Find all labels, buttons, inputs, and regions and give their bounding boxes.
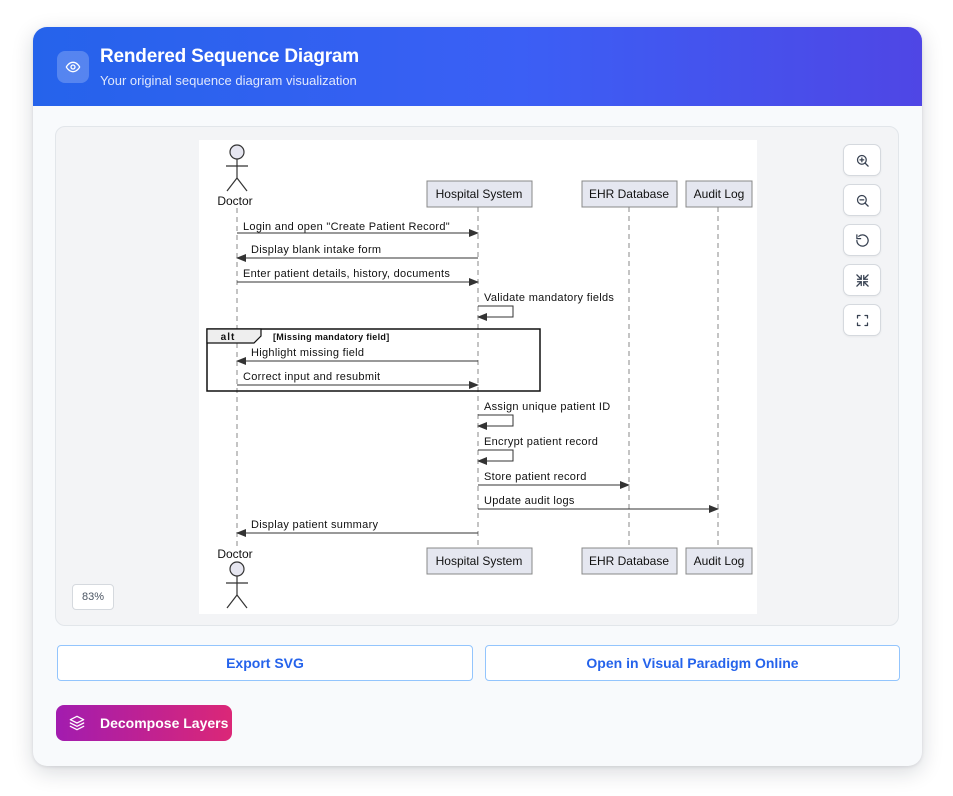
message-label-6: Correct input and resubmit	[243, 371, 380, 383]
participant-label-hospital-system-bottom: Hospital System	[436, 554, 523, 568]
decompose-layers-button[interactable]: Decompose Layers	[56, 705, 232, 741]
message-2[interactable]: Display blank intake form	[236, 244, 478, 262]
participant-hospital-system-bottom[interactable]: Hospital System	[426, 547, 533, 575]
message-label-1: Login and open "Create Patient Record"	[243, 221, 450, 233]
eye-icon	[57, 51, 89, 83]
self-message-arrow	[477, 305, 514, 321]
zoom-out-icon	[856, 194, 869, 207]
message-6[interactable]: Correct input and resubmit	[237, 371, 479, 389]
message-11[interactable]: Display patient summary	[236, 519, 478, 537]
participant-label-doctor-bottom: Doctor	[217, 547, 252, 561]
fullscreen-icon	[856, 314, 868, 326]
message-label-5: Highlight missing field	[251, 347, 364, 359]
lifelines	[236, 207, 719, 548]
message-7-self[interactable]: Assign unique patient ID	[477, 401, 610, 430]
page-title: Rendered Sequence Diagram	[100, 46, 359, 67]
message-label-4: Validate mandatory fields	[484, 292, 614, 304]
sequence-diagram: Doctor Hospital System EHR Database Audi…	[206, 144, 753, 609]
participant-ehr-database-bottom[interactable]: EHR Database	[581, 547, 678, 575]
decompose-layers-label: Decompose Layers	[100, 715, 229, 731]
rotate-ccw-icon	[855, 233, 869, 247]
diagram-card: Rendered Sequence Diagram Your original …	[33, 27, 922, 766]
zoom-in-icon	[856, 154, 869, 167]
participant-audit-log-top[interactable]: Audit Log	[685, 180, 753, 208]
fragment-guard: [Missing mandatory field]	[273, 332, 390, 342]
message-label-8: Encrypt patient record	[484, 436, 598, 448]
message-label-3: Enter patient details, history, document…	[243, 268, 450, 280]
message-8-self[interactable]: Encrypt patient record	[477, 436, 598, 465]
message-1[interactable]: Login and open "Create Patient Record"	[237, 221, 479, 237]
self-message-arrow	[477, 414, 514, 430]
open-visual-paradigm-button[interactable]: Open in Visual Paradigm Online	[485, 645, 900, 681]
alt-fragment: alt [Missing mandatory field]	[206, 328, 541, 392]
diagram-canvas[interactable]: Doctor Hospital System EHR Database Audi…	[199, 140, 757, 614]
fit-to-screen-button[interactable]	[843, 264, 881, 296]
self-message-arrow	[477, 449, 514, 465]
message-label-11: Display patient summary	[251, 519, 379, 531]
layers-icon	[69, 715, 85, 731]
participant-label-ehr-database-bottom: EHR Database	[589, 554, 669, 568]
actor-doctor-top[interactable]	[226, 144, 248, 192]
participant-label-hospital-system-top: Hospital System	[436, 187, 523, 201]
message-label-10: Update audit logs	[484, 495, 575, 507]
diagram-viewer[interactable]: Doctor Hospital System EHR Database Audi…	[55, 126, 899, 626]
minimize-arrows-icon	[855, 273, 869, 287]
message-9[interactable]: Store patient record	[478, 471, 630, 489]
message-label-7: Assign unique patient ID	[484, 401, 610, 413]
zoom-out-button[interactable]	[843, 184, 881, 216]
fullscreen-button[interactable]	[843, 304, 881, 336]
participant-label-audit-log-top: Audit Log	[694, 187, 745, 201]
participant-hospital-system-top[interactable]: Hospital System	[426, 180, 533, 208]
participant-ehr-database-top[interactable]: EHR Database	[581, 180, 678, 208]
reset-view-button[interactable]	[843, 224, 881, 256]
message-10[interactable]: Update audit logs	[478, 495, 719, 513]
message-label-2: Display blank intake form	[251, 244, 381, 256]
page-subtitle: Your original sequence diagram visualiza…	[100, 73, 357, 88]
zoom-in-button[interactable]	[843, 144, 881, 176]
fragment-operator: alt	[221, 332, 236, 343]
participant-label-audit-log-bottom: Audit Log	[694, 554, 745, 568]
participant-audit-log-bottom[interactable]: Audit Log	[685, 547, 753, 575]
actor-doctor-bottom[interactable]	[226, 561, 248, 609]
message-5[interactable]: Highlight missing field	[236, 347, 478, 365]
message-4-self[interactable]: Validate mandatory fields	[477, 292, 614, 321]
participant-label-doctor-top: Doctor	[217, 194, 252, 208]
zoom-level-badge: 83%	[72, 584, 114, 610]
message-label-9: Store patient record	[484, 471, 587, 483]
export-svg-button[interactable]: Export SVG	[57, 645, 473, 681]
card-header: Rendered Sequence Diagram Your original …	[33, 27, 922, 106]
participant-label-ehr-database-top: EHR Database	[589, 187, 669, 201]
message-3[interactable]: Enter patient details, history, document…	[237, 268, 479, 286]
